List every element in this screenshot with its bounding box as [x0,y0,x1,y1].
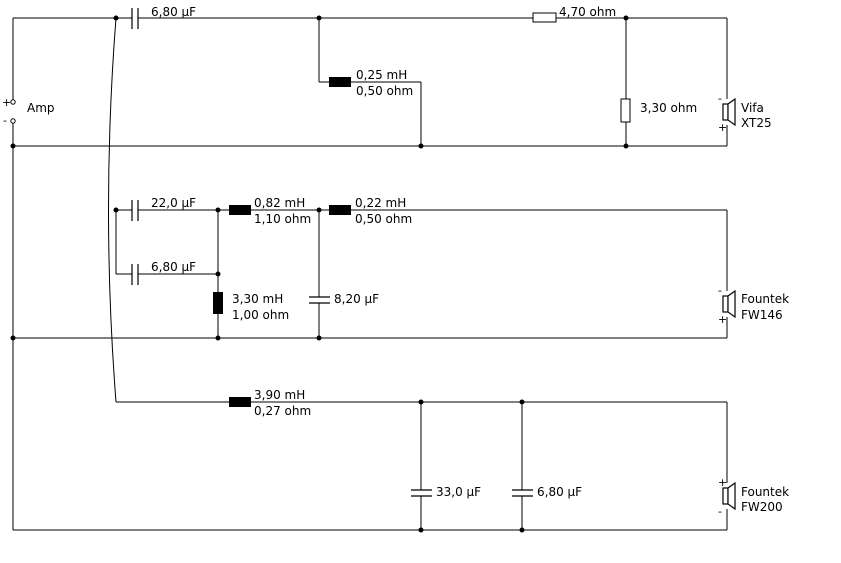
speaker-icon [722,289,736,319]
junction-node [113,15,119,21]
woofer-cap-1-value: 33,0 µF [436,485,481,499]
tweeter-coil-inductance: 0,25 mH [356,68,407,82]
amp-label: Amp [27,101,55,115]
midrange-model: FW146 [741,308,783,322]
junction-node [623,15,629,21]
tweeter-minus-sign: - [718,92,722,105]
junction-node [10,335,16,341]
junction-node [316,15,322,21]
midrange-series-capacitor-b: 6,80 µF [131,260,196,285]
mid-shunt-coil-inductance: 3,30 mH [232,292,283,306]
woofer-minus-sign: - [718,505,722,518]
speaker-icon [722,97,736,127]
junction-node [113,207,119,213]
mid-coil-2-resistance: 0,50 ohm [355,212,412,226]
midrange-minus-sign: - [718,284,722,297]
junction-node [623,143,629,149]
midrange-shunt-capacitor: 8,20 µF [309,292,379,306]
tweeter-driver: - + Vifa XT25 [718,92,772,134]
amp-plus-terminal [10,99,16,105]
tweeter-coil-resistance: 0,50 ohm [356,84,413,98]
woofer-series-coil: 3,90 mH 0,27 ohm [229,388,311,418]
mid-coil-1-inductance: 0,82 mH [254,196,305,210]
mid-shunt-cap-value: 8,20 µF [334,292,379,306]
junction-node [215,335,221,341]
junction-node [316,207,322,213]
mid-cap-b-value: 6,80 µF [151,260,196,274]
amp-plus-sign: + [2,96,11,109]
junction-node [418,527,424,533]
tweeter-series-resistor: 4,70 ohm [532,5,616,23]
junction-node [418,143,424,149]
midrange-driver: - + Fountek FW146 [718,284,789,326]
tweeter-shunt-resistor: 3,30 ohm [620,98,697,123]
mid-coil-1-resistance: 1,10 ohm [254,212,311,226]
junction-node [519,527,525,533]
mid-shunt-coil-resistance: 1,00 ohm [232,308,289,322]
tweeter-brand: Vifa [741,101,764,115]
junction-nodes [10,15,629,533]
amp-minus-sign: - [3,114,7,127]
junction-node [418,399,424,405]
mid-coil-2-inductance: 0,22 mH [355,196,406,210]
mid-cap-a-value: 22,0 µF [151,196,196,210]
woofer-driver: + - Fountek FW200 [718,476,789,518]
woofer-coil-inductance: 3,90 mH [254,388,305,402]
junction-node [215,207,221,213]
tweeter-series-capacitor: 6,80 µF [131,5,196,29]
woofer-shunt-capacitor-1: 33,0 µF [411,485,481,499]
tweeter-shunt-res-value: 3,30 ohm [640,101,697,115]
tweeter-model: XT25 [741,116,772,130]
wiring [12,17,728,531]
junction-node [10,143,16,149]
woofer-plus-sign: + [718,476,727,489]
woofer-brand: Fountek [741,485,789,499]
woofer-cap-2-value: 6,80 µF [537,485,582,499]
midrange-shunt-coil: 3,30 mH 1,00 ohm [213,292,289,322]
junction-node [316,335,322,341]
speaker-icon [722,481,736,511]
woofer-model: FW200 [741,500,783,514]
midrange-plus-sign: + [718,313,727,326]
signal-jumper-wire [108,17,117,403]
tweeter-cap-value: 6,80 µF [151,5,196,19]
midrange-series-capacitor-a: 22,0 µF [131,196,196,221]
midrange-series-coil-1: 0,82 mH 1,10 ohm [229,196,311,226]
junction-node [215,271,221,277]
amp-minus-terminal [10,118,16,124]
amp-input: + - Amp [2,96,55,127]
woofer-coil-resistance: 0,27 ohm [254,404,311,418]
tweeter-shunt-coil: 0,25 mH 0,50 ohm [329,68,413,98]
tweeter-plus-sign: + [718,121,727,134]
woofer-shunt-capacitor-2: 6,80 µF [512,485,582,499]
midrange-series-coil-2: 0,22 mH 0,50 ohm [329,196,412,226]
midrange-brand: Fountek [741,292,789,306]
tweeter-res-value: 4,70 ohm [559,5,616,19]
junction-node [519,399,525,405]
